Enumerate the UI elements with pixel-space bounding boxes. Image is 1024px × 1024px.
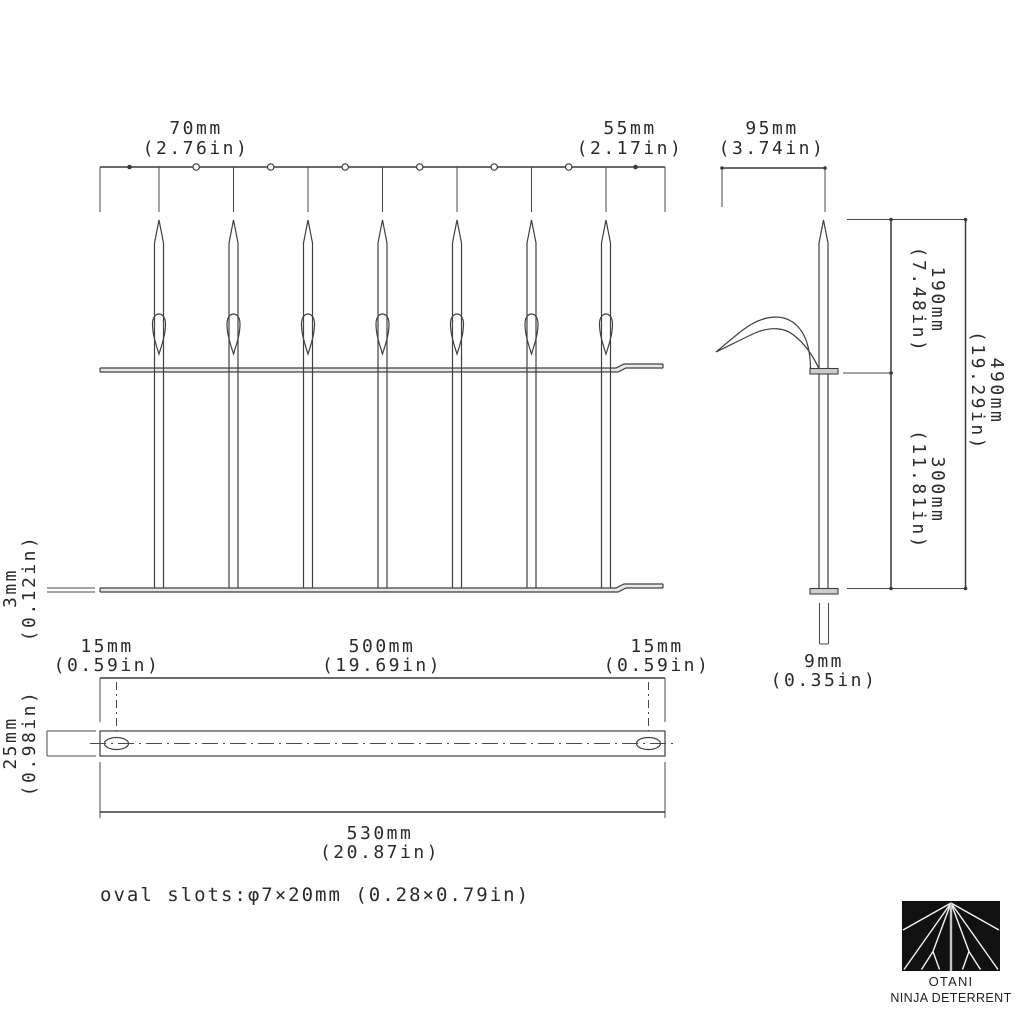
dim-rail-thickness: 3mm (0.12in) [0,535,95,642]
dim-rail-width: 25mm (0.98in) [0,690,96,797]
label-rail-width-mm: 25mm [0,716,21,769]
side-view: 95mm (3.74in) 9mm (0.35in) 190mm (7.48in… [715,118,1007,691]
hook-front-profile [524,313,539,357]
front-view: 70mm (2.76in) 55mm (2.17in) 3mm (0.12in) [0,118,684,642]
label-lower-height-mm: 300mm [927,457,948,524]
spike [226,219,241,588]
front-spikes [151,219,614,588]
label-rod-diameter-mm: 9mm [804,651,844,672]
label-slot-spacing-mm: 500mm [349,636,416,657]
spike [449,219,465,588]
logo-fan-lines [902,902,1000,970]
label-hook-width-in: (3.74in) [719,138,826,159]
hook-front-profile [300,313,316,357]
label-slot-spacing-in: (19.69in) [322,655,442,676]
front-lower-rail [99,583,664,593]
label-end-spacing-in: (2.17in) [577,138,684,159]
label-total-length-mm: 530mm [347,823,414,844]
side-lower-rail [809,587,839,595]
label-spike-spacing-mm: 70mm [169,118,222,139]
label-upper-height-in: (7.48in) [908,247,929,354]
logo: OTANI NINJA DETERRENT [890,901,1011,1005]
side-spike [818,219,829,589]
label-hook-width-mm: 95mm [745,118,798,139]
hook-front-profile [151,313,167,357]
spike [598,219,614,588]
label-rod-diameter-in: (0.35in) [771,670,878,691]
spike [524,219,539,588]
side-upper-rail [809,367,839,375]
dim-heights: 190mm (7.48in) 300mm (11.81in) 490mm (19… [843,217,1007,591]
label-slot-offset-left-mm: 15mm [80,636,133,657]
label-rail-width-in: (0.98in) [19,690,40,797]
dim-hook-width: 95mm (3.74in) [719,118,827,212]
label-slot-offset-right-mm: 15mm [630,636,683,657]
front-upper-rail [99,363,664,373]
hook-front-profile [375,313,390,357]
side-hook [715,316,821,371]
label-rail-thickness-in: (0.12in) [19,535,40,642]
spike [151,219,167,588]
dim-rod-diameter: 9mm (0.35in) [771,603,878,691]
bottom-view: 15mm (0.59in) 500mm (19.69in) 15mm (0.59… [0,636,711,863]
hook-front-profile [449,313,465,357]
label-spike-spacing-in: (2.76in) [143,138,250,159]
label-slot-offset-right-in: (0.59in) [604,655,711,676]
label-total-height-in: (19.29in) [967,331,988,451]
label-rail-thickness-mm: 3mm [0,568,21,608]
oval-slots-note: oval slots:φ7×20mm (0.28×0.79in) [100,884,530,906]
label-upper-height-mm: 190mm [927,267,948,334]
label-end-spacing-mm: 55mm [603,118,656,139]
hook-front-profile [598,313,614,357]
logo-title: OTANI [929,974,974,989]
dim-spike-spacing: 70mm (2.76in) 55mm (2.17in) [99,118,684,212]
dim-slot-positions: 15mm (0.59in) 500mm (19.69in) 15mm (0.59… [54,636,711,731]
spike [375,219,390,588]
spike [300,219,316,588]
label-total-length-in: (20.87in) [320,842,440,863]
logo-subtitle: NINJA DETERRENT [890,991,1011,1005]
label-slot-offset-left-in: (0.59in) [54,655,161,676]
hook-front-profile [226,313,241,357]
dim-total-length: 530mm (20.87in) [99,762,666,863]
label-total-height-mm: 490mm [986,358,1007,425]
label-lower-height-in: (11.81in) [908,430,929,550]
